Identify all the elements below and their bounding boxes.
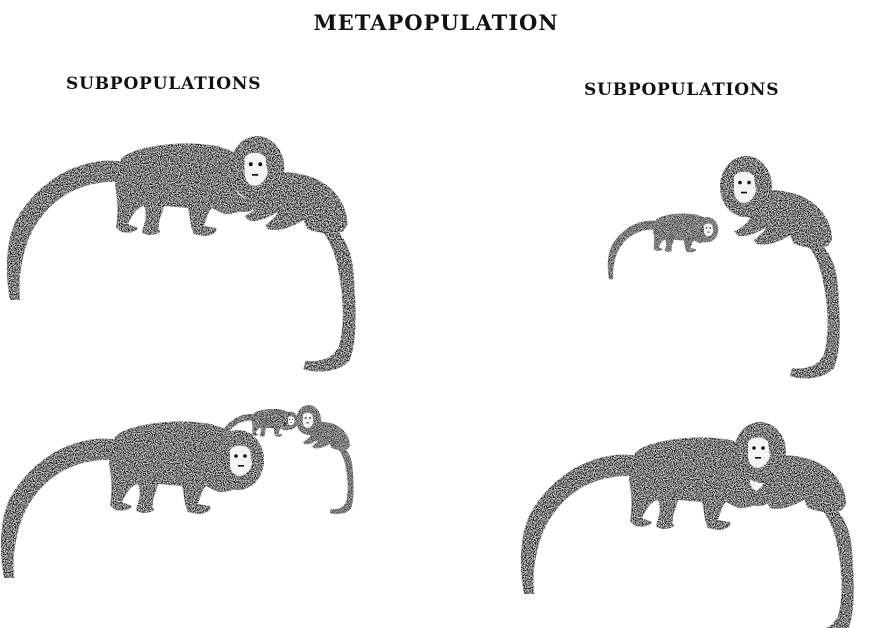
subpopulation-bottom-right <box>521 422 854 628</box>
subpopulation-top-left <box>7 136 356 371</box>
adult-monkey <box>1 421 264 578</box>
subpopulation-bottom-left <box>1 405 354 578</box>
juvenile-monkey <box>608 213 719 279</box>
subpopulation-top-right <box>608 156 840 378</box>
adult-monkey <box>230 136 356 371</box>
adult-monkey <box>720 156 840 378</box>
adult-monkey <box>734 422 854 628</box>
juvenile-monkey <box>296 405 353 514</box>
